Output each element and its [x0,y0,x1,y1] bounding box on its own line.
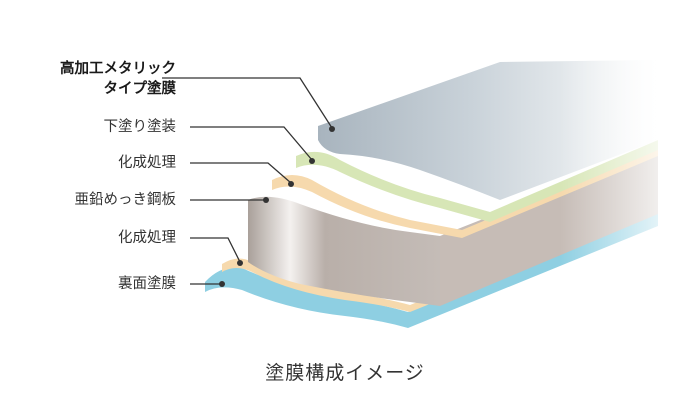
label-steel-sheet: 亜鉛めっき鋼板 [74,192,177,208]
upper-chemical-treatment-layer [272,148,658,238]
label-undercoat: 下塗り塗装 [103,119,177,135]
label-top-coating-line2: タイプ塗膜 [103,81,177,97]
leader-dots [219,126,335,287]
leader-undercoat [190,126,313,161]
steel-sheet-front [248,196,440,306]
leader-top-coating [162,77,333,129]
label-top-coating-line1: 高加工メタリック [60,61,176,77]
leader-lines [162,77,333,285]
leader-chemical-lower [190,237,241,263]
edge-fade [560,40,690,340]
label-chemical-treatment-upper: 化成処理 [118,155,176,171]
leader-chemical-upper [190,162,292,184]
back-coating-layer [205,210,658,328]
label-back-coating: 裏面塗膜 [118,276,176,292]
label-chemical-treatment-lower: 化成処理 [118,230,176,246]
diagram-caption: 塗膜構成イメージ [265,362,425,384]
